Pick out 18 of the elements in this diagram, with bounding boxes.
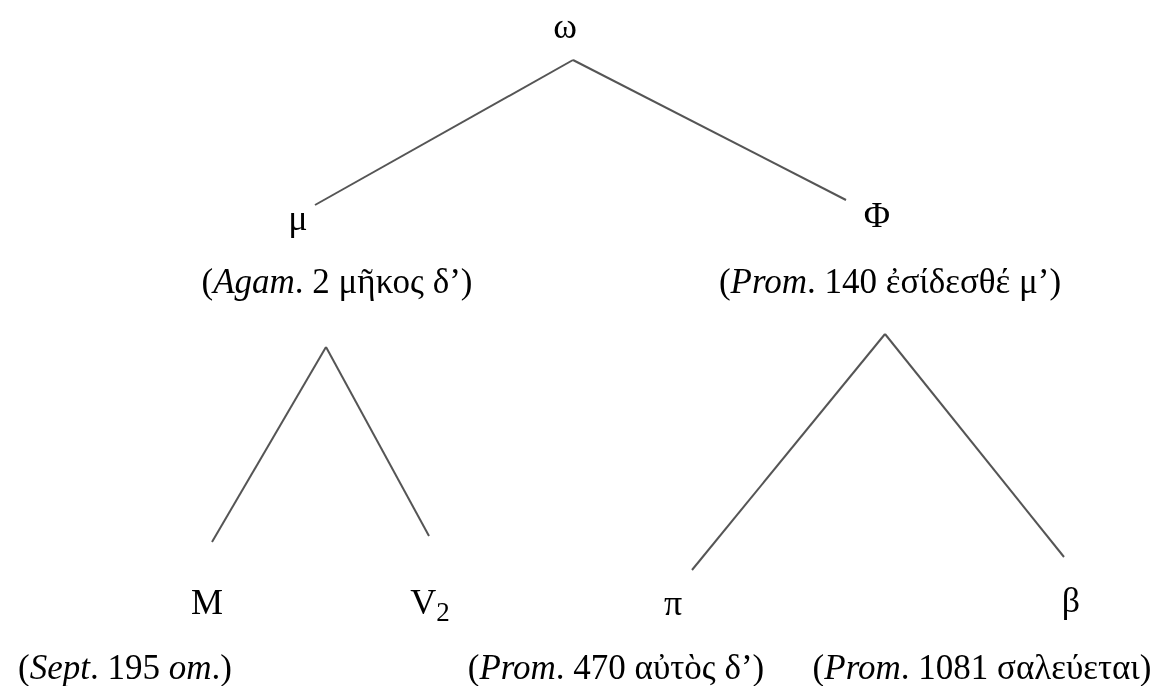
manuscript-siglum: π: [663, 585, 683, 621]
stemma-line: [884, 333, 1065, 558]
stemma-line: [314, 59, 574, 206]
stemma-line: [691, 333, 886, 571]
manuscript-siglum: Φ: [863, 197, 891, 233]
stemma-line: [325, 346, 430, 537]
reading-reference: (Prom. 470 αὐτὸς δ’): [467, 649, 765, 685]
reading-reference: (Prom. 140 ἐσίδεσθέ μ’): [718, 263, 1062, 299]
manuscript-siglum: β: [1061, 582, 1081, 618]
stemma-line: [211, 346, 327, 543]
manuscript-siglum: μ: [288, 200, 308, 236]
reading-reference: (Prom. 1081 σαλεύεται): [812, 649, 1152, 685]
stemma-line: [572, 59, 847, 201]
reading-reference: (Agam. 2 μῆκος δ’): [201, 263, 473, 299]
manuscript-siglum: M: [191, 584, 223, 620]
reading-reference: (Sept. 195 om.): [18, 649, 232, 685]
manuscript-siglum: V$_{2}$: [410, 584, 450, 620]
manuscript-siglum: ω: [553, 8, 577, 44]
